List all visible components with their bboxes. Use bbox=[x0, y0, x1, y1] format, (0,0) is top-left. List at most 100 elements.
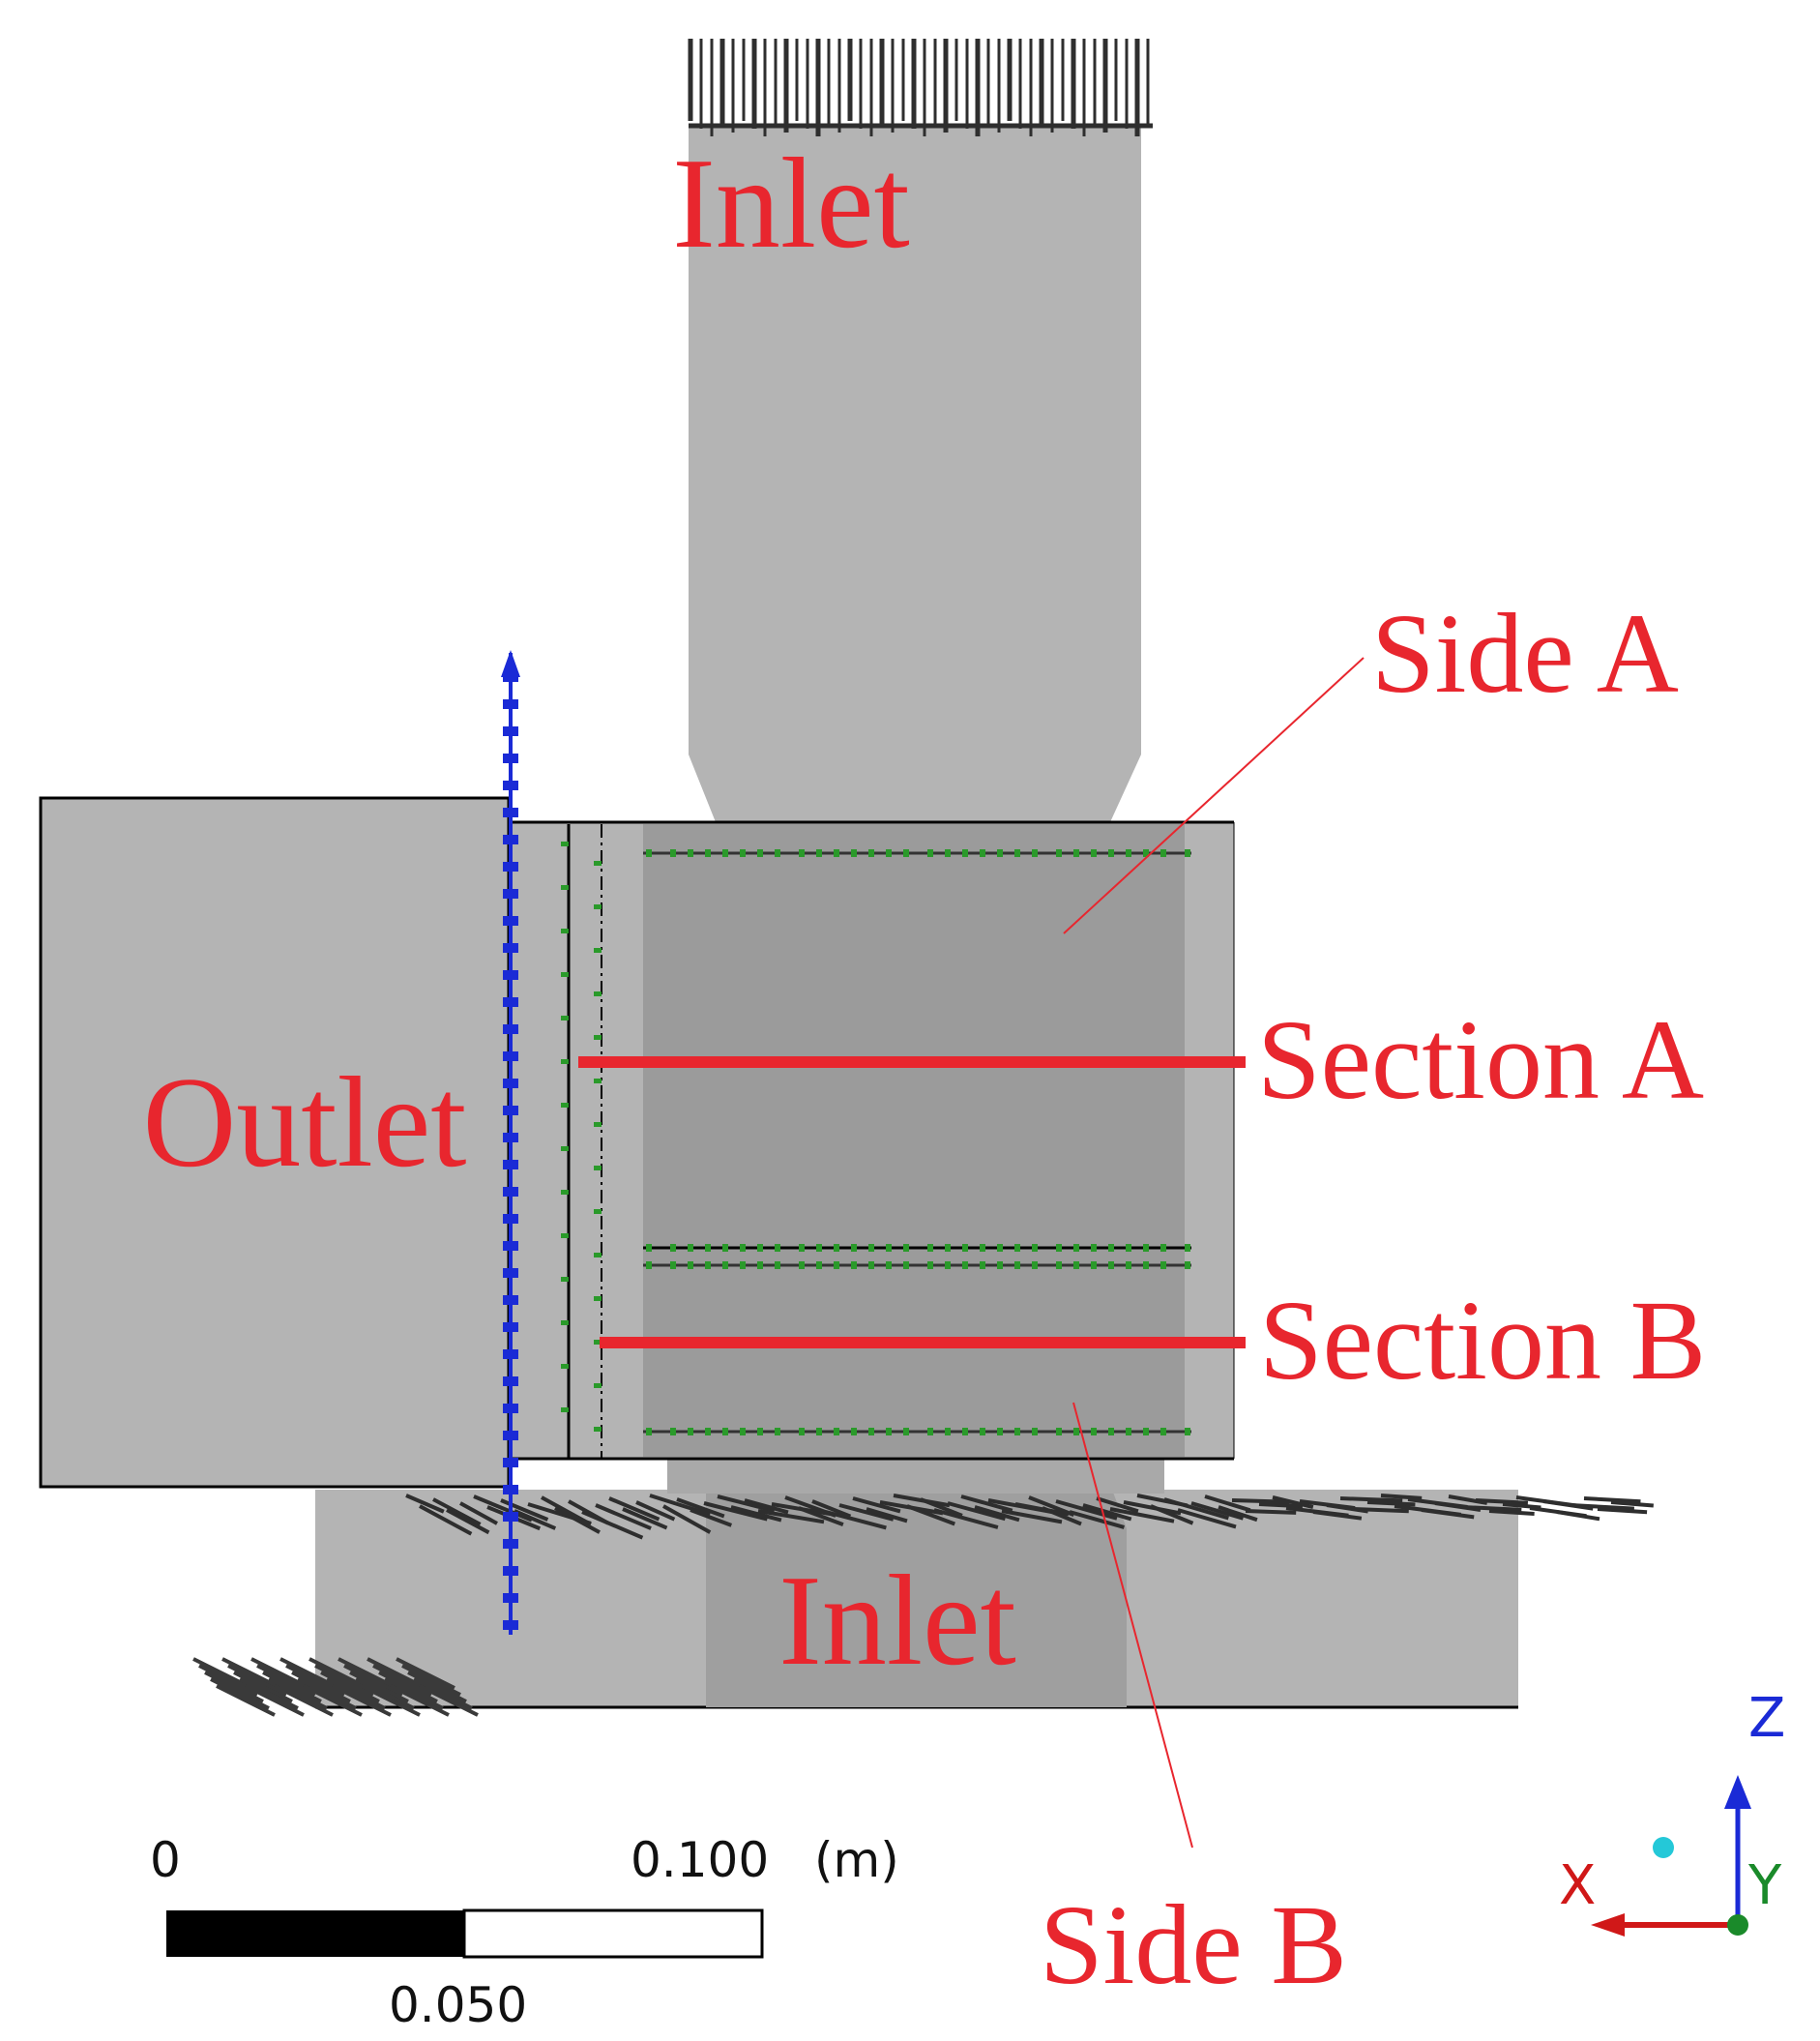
vector-arrow bbox=[1245, 1509, 1297, 1515]
mesh-marker bbox=[927, 1244, 933, 1252]
vector-arrow bbox=[1014, 1502, 1070, 1517]
mesh-marker bbox=[1073, 1261, 1079, 1269]
vector-arrow bbox=[676, 1497, 725, 1519]
vector-arrow bbox=[1150, 1504, 1194, 1525]
vector-arrow bbox=[303, 1684, 363, 1717]
mesh-marker bbox=[561, 1190, 569, 1195]
mesh-marker bbox=[1056, 849, 1062, 857]
mesh-marker bbox=[997, 1261, 1003, 1269]
mesh-marker bbox=[1143, 1261, 1149, 1269]
mesh-marker bbox=[868, 1261, 874, 1269]
vector-arrow bbox=[1204, 1494, 1251, 1513]
blue-axis-marker bbox=[503, 1187, 518, 1197]
plate-lines bbox=[561, 842, 1191, 1435]
mesh-marker bbox=[757, 1244, 763, 1252]
mesh-marker bbox=[1032, 1244, 1038, 1252]
mesh-marker bbox=[1091, 1244, 1097, 1252]
y-axis-label: Y bbox=[1747, 1854, 1782, 1917]
mesh-marker bbox=[945, 1244, 951, 1252]
vector-arrow bbox=[401, 1664, 461, 1697]
vector-arrow bbox=[1258, 1502, 1304, 1509]
side-a-leader bbox=[1063, 657, 1365, 934]
mesh-marker bbox=[997, 849, 1003, 857]
mesh-marker bbox=[775, 1261, 780, 1269]
mesh-marker bbox=[775, 849, 780, 857]
scale-mid-label: 0.050 bbox=[389, 1977, 527, 2033]
vector-arrow bbox=[730, 1505, 782, 1523]
mesh-marker bbox=[561, 1277, 569, 1282]
side-b-label: Side B bbox=[1040, 1881, 1347, 2008]
blue-axis-marker bbox=[503, 1079, 518, 1088]
blue-axis-marker bbox=[503, 808, 518, 817]
mesh-marker bbox=[1032, 1261, 1038, 1269]
blue-axis-marker bbox=[503, 916, 518, 926]
mesh-marker bbox=[740, 1261, 746, 1269]
bottom-inlet-block bbox=[315, 1459, 1518, 1709]
vector-arrow bbox=[210, 1677, 270, 1710]
vector-arrow bbox=[204, 1671, 264, 1703]
blue-axis-marker bbox=[503, 1485, 518, 1494]
mesh-marker bbox=[927, 849, 933, 857]
mesh-marker bbox=[1126, 1261, 1131, 1269]
z-axis-label: Z bbox=[1748, 1687, 1785, 1750]
vector-arrow bbox=[866, 1507, 908, 1523]
mesh-marker bbox=[903, 1261, 909, 1269]
vector-arrow bbox=[635, 1500, 676, 1522]
x-axis-arrowhead bbox=[1591, 1913, 1625, 1937]
mesh-marker bbox=[688, 1428, 693, 1435]
vector-arrow bbox=[1366, 1500, 1416, 1507]
vector-arrow bbox=[384, 1677, 444, 1710]
blue-axis-marker bbox=[503, 781, 518, 790]
vector-arrow bbox=[1610, 1500, 1654, 1508]
mesh-marker bbox=[594, 1383, 602, 1388]
vector-arrow bbox=[757, 1509, 825, 1524]
mesh-marker bbox=[722, 1428, 728, 1435]
blue-axis-marker bbox=[503, 726, 518, 736]
mesh-marker bbox=[688, 1261, 693, 1269]
mesh-marker bbox=[705, 1244, 711, 1252]
mesh-marker bbox=[834, 849, 839, 857]
mesh-marker bbox=[775, 1244, 780, 1252]
mesh-marker bbox=[1032, 849, 1038, 857]
mesh-marker bbox=[594, 1427, 602, 1432]
mesh-marker bbox=[594, 1253, 602, 1257]
outlet-label: Outlet bbox=[143, 1050, 467, 1194]
blue-axis-marker bbox=[503, 835, 518, 844]
vector-arrow bbox=[920, 1497, 963, 1518]
vector-arrow bbox=[361, 1684, 421, 1717]
mesh-marker bbox=[1143, 849, 1149, 857]
blue-axis-marker bbox=[503, 1349, 518, 1359]
vector-arrow bbox=[405, 1494, 445, 1514]
side-b-leader bbox=[1072, 1402, 1193, 1849]
x-axis-label: X bbox=[1559, 1854, 1596, 1917]
mesh-marker bbox=[962, 1261, 968, 1269]
vector-arrow bbox=[581, 1510, 644, 1540]
blue-axis-marker bbox=[503, 970, 518, 980]
mesh-marker bbox=[980, 1428, 985, 1435]
mesh-marker bbox=[886, 1261, 892, 1269]
mesh-marker bbox=[834, 1428, 839, 1435]
mesh-marker bbox=[740, 849, 746, 857]
mesh-marker bbox=[1185, 1261, 1190, 1269]
mesh-marker bbox=[1160, 1261, 1166, 1269]
blue-axis-marker bbox=[503, 1620, 518, 1630]
vector-arrow bbox=[233, 1671, 293, 1703]
vector-arrow bbox=[1163, 1497, 1229, 1521]
mesh-marker bbox=[903, 849, 909, 857]
mesh-marker bbox=[799, 1261, 805, 1269]
mesh-marker bbox=[1032, 1428, 1038, 1435]
vector-arrow bbox=[1272, 1495, 1314, 1510]
mesh-marker bbox=[561, 1364, 569, 1369]
mesh-marker bbox=[962, 1244, 968, 1252]
mesh-marker bbox=[561, 1146, 569, 1151]
mesh-marker bbox=[1056, 1428, 1062, 1435]
blue-axis-marker bbox=[503, 754, 518, 763]
vector-arrow bbox=[960, 1494, 1013, 1513]
mesh-marker bbox=[594, 861, 602, 866]
mesh-marker bbox=[670, 849, 676, 857]
mesh-marker bbox=[561, 1320, 569, 1325]
vector-arrow bbox=[825, 1510, 887, 1530]
vector-arrow bbox=[541, 1495, 592, 1526]
blue-axis-marker bbox=[503, 1593, 518, 1603]
mesh-marker bbox=[886, 849, 892, 857]
